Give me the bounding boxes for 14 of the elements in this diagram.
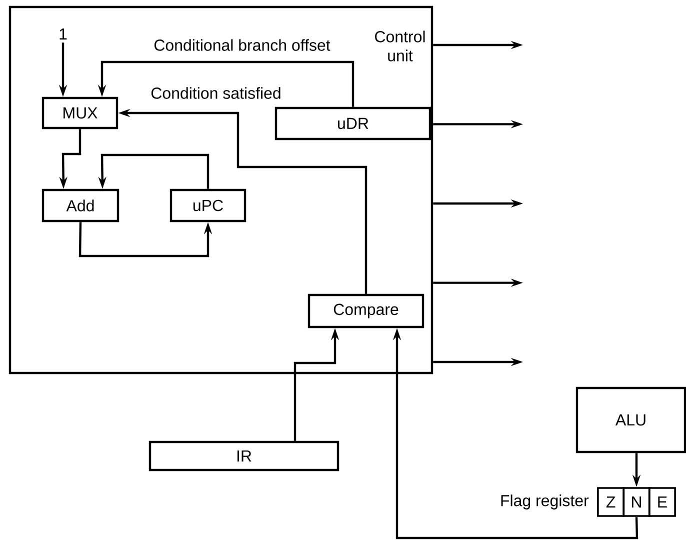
flag-bit-cell: N <box>622 487 650 517</box>
flag-bit-cell: E <box>648 487 676 517</box>
register-box: uDR <box>274 106 432 140</box>
mux-box: MUX <box>42 96 118 130</box>
comparator-box: Compare <box>308 294 424 328</box>
edge-label: Condition satisfied <box>150 86 282 100</box>
register-box: IR <box>148 440 340 472</box>
adder-box: Add <box>42 188 120 222</box>
flag-bit-cell: Z <box>597 487 625 517</box>
edge-label: Conditional branch offset <box>152 38 332 52</box>
register-box: uPC <box>170 188 246 222</box>
register-label: Flag register <box>501 494 589 510</box>
alu-box: ALU <box>576 386 686 454</box>
input-label: 1 <box>60 28 67 40</box>
